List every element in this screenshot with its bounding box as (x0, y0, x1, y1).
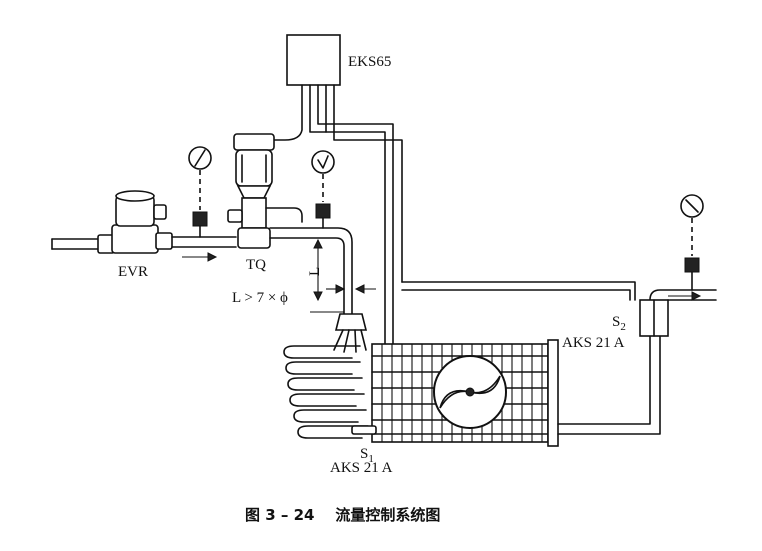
aks1-label: AKS 21 A (330, 460, 393, 476)
diameter-arrows (326, 284, 376, 294)
pressure-gauge-2 (311, 150, 335, 229)
pressure-gauge-1 (188, 146, 212, 238)
sensor-s1 (351, 425, 377, 435)
length-rule-label: L > 7 × ϕ (232, 290, 288, 306)
pressure-gauge-3 (680, 194, 704, 291)
eks65-controller (271, 34, 636, 361)
s2-label: S2 (612, 314, 626, 333)
distributor (333, 313, 368, 353)
figure-caption: 图 3 – 24 流量控制系统图 (245, 506, 440, 524)
flow-arrow-outlet (668, 291, 702, 301)
suction-line (557, 289, 717, 435)
sensor-s2 (639, 299, 669, 337)
s1-label: S1 (360, 446, 374, 465)
evr-solenoid-valve (111, 190, 173, 254)
aks2-label: AKS 21 A (562, 335, 625, 351)
liquid-line-inlet (51, 234, 115, 254)
evr-label: EVR (118, 264, 148, 280)
pipe-tq-to-distributor (269, 227, 353, 315)
length-dimension (310, 238, 344, 313)
pipe-evr-to-tq (171, 236, 237, 248)
evaporator-return-bends (283, 345, 369, 439)
fan (433, 355, 507, 429)
flow-arrow-inlet (182, 252, 218, 262)
eks65-label: EKS65 (348, 54, 391, 70)
tq-valve (227, 133, 303, 249)
length-symbol: L (307, 267, 323, 276)
tq-label: TQ (246, 257, 266, 273)
